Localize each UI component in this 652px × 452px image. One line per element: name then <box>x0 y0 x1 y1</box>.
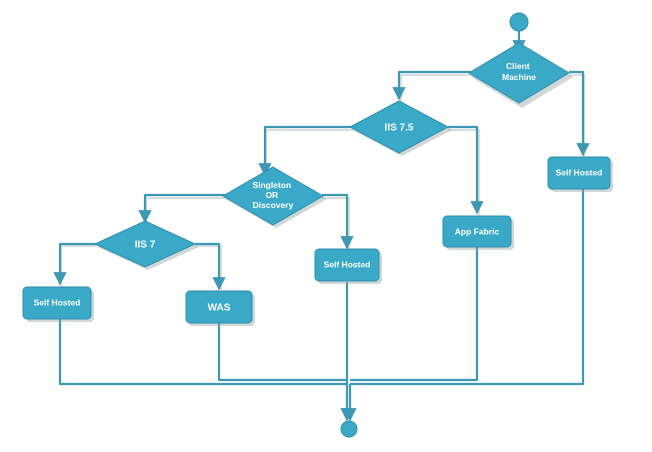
edge-client-to-iis75 <box>392 70 471 101</box>
decision-iis7: IIS 7 <box>93 220 199 270</box>
self-hosted-right-label: Self Hosted <box>556 167 603 177</box>
box-app-fabric: App Fabric <box>442 215 514 250</box>
iis75-label: IIS 7.5 <box>385 123 414 134</box>
app-fabric-label: App Fabric <box>455 226 500 236</box>
start-terminal <box>509 12 529 32</box>
self-hosted-mid-label: Self Hosted <box>324 259 371 269</box>
decision-client-machine: Client Machine <box>468 42 573 108</box>
self-hosted-left-label: Self Hosted <box>34 297 81 307</box>
box-self-hosted-left: Self Hosted <box>22 286 94 322</box>
singleton-discovery-label: Singleton OR Discovery <box>252 180 293 210</box>
decision-iis75: IIS 7.5 <box>348 100 452 156</box>
box-was: WAS <box>185 290 255 326</box>
connectors <box>53 31 590 422</box>
edge-was-return <box>217 322 346 382</box>
edge-selfhosted-right-return <box>350 188 585 386</box>
edge-iis7-to-was <box>195 242 226 291</box>
edge-selfhosted-left-return <box>58 318 346 386</box>
end-terminal <box>340 420 358 438</box>
edge-iis7-to-selfhosted-left <box>53 242 96 286</box>
was-label: WAS <box>208 303 231 314</box>
edge-iis75-to-singleton <box>258 125 352 177</box>
edge-singleton-to-selfhosted-mid <box>322 193 354 250</box>
decision-singleton-discovery: Singleton OR Discovery <box>222 166 327 228</box>
edge-client-to-selfhosted-right <box>569 70 590 157</box>
box-self-hosted-right: Self Hosted <box>547 156 613 192</box>
iis7-label: IIS 7 <box>135 240 156 251</box>
edge-singleton-to-iis7 <box>138 193 225 224</box>
box-self-hosted-mid: Self Hosted <box>314 248 382 284</box>
client-machine-label: Client Machine <box>502 61 536 82</box>
edge-iis75-to-appfabric <box>448 125 484 215</box>
edge-appfabric-return <box>350 246 479 382</box>
